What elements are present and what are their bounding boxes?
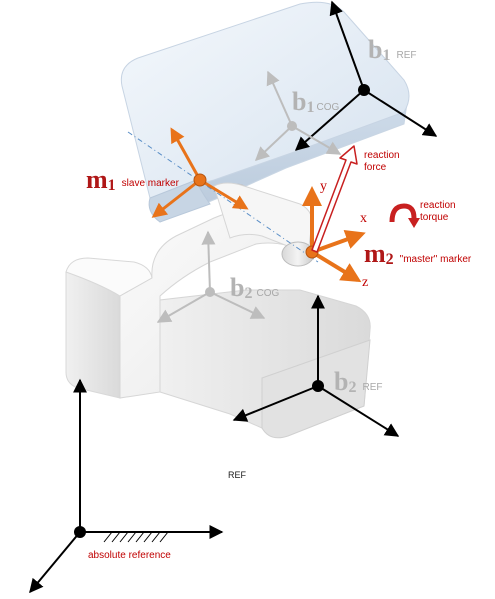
- joint-axis: [127, 131, 319, 263]
- reaction-torque-arrow: [389, 203, 420, 228]
- b2-ref-frame: [232, 294, 400, 437]
- reaction-torque-label: reaction torque: [420, 200, 458, 223]
- ground-hatch: [103, 531, 169, 543]
- axis-y-label: y: [320, 179, 327, 194]
- absolute-reference-frame: [29, 378, 224, 594]
- b1-cog-frame: [254, 70, 342, 161]
- m2-master-marker: [302, 186, 366, 283]
- absolute-reference-label: absolute reference: [88, 550, 171, 561]
- reaction-force-label: reaction force: [364, 150, 402, 173]
- axis-x-label: x: [360, 211, 367, 226]
- ref-label: REF: [228, 470, 247, 480]
- reaction-force-arrow: [311, 145, 358, 253]
- b2-cog-frame: [156, 230, 266, 323]
- b1-ref-frame: [294, 0, 438, 151]
- m2-label: m2"master" marker: [364, 239, 472, 268]
- axis-z-label: z: [362, 275, 368, 290]
- body-1: [120, 1, 410, 223]
- m1-slave-marker: [151, 127, 249, 218]
